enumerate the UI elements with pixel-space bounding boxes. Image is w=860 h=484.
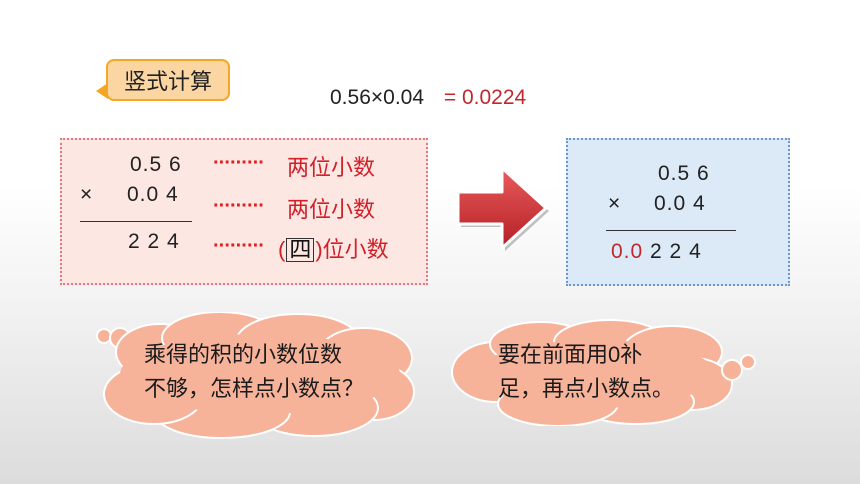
equation-expression: 0.56×0.04 <box>330 86 425 109</box>
left-product: 2 2 4 <box>128 230 180 253</box>
dotted-leader: ········· <box>213 235 265 257</box>
cloud-left-line1: 乘得的积的小数位数 <box>144 342 343 367</box>
tag-pointer <box>96 83 108 99</box>
added-zeros: 0.0 <box>611 240 644 263</box>
left-product-line <box>80 221 192 222</box>
dotted-leader: ········· <box>213 195 265 217</box>
right-product: 0.0 2 2 4 <box>611 240 702 264</box>
thought-cloud-left <box>96 312 415 439</box>
right-multiplier: 0.0 4 <box>654 192 706 215</box>
equation-result: = 0.0224 <box>443 86 527 109</box>
right-calculation-box <box>566 138 790 286</box>
note-two-decimals-1: 两位小数 <box>287 155 376 180</box>
left-multiply-sign: × <box>80 183 94 206</box>
right-multiply-sign: × <box>608 192 622 215</box>
right-multiplicand: 0.5 6 <box>658 162 710 185</box>
thought-cloud-right <box>451 319 756 426</box>
right-arrow-icon <box>456 166 549 251</box>
note-four-decimals: (四)位小数 <box>278 232 389 264</box>
equation: 0.56×0.04 = 0.0224 <box>330 86 526 110</box>
cloud-left-line2: 不够，怎样点小数点？ <box>144 376 365 401</box>
note-open-paren: ( <box>278 237 286 262</box>
note-rest: )位小数 <box>315 237 389 262</box>
cloud-right-text: 要在前面用0补 足，再点小数点。 <box>498 338 674 406</box>
cloud-right-line1: 要在前面用0补 <box>498 342 643 367</box>
right-product-digits: 2 2 4 <box>650 240 702 263</box>
cloud-left-text: 乘得的积的小数位数 不够，怎样点小数点？ <box>144 338 364 406</box>
left-calculation-box <box>60 138 428 285</box>
answer-box: 四 <box>286 238 315 262</box>
left-multiplier: 0.0 4 <box>127 183 179 206</box>
right-product-line <box>606 230 736 231</box>
left-multiplicand: 0.5 6 <box>130 153 182 176</box>
title-tag: 竖式计算 <box>96 59 230 101</box>
cloud-right-line2: 足，再点小数点。 <box>498 376 675 401</box>
note-two-decimals-2: 两位小数 <box>287 197 376 222</box>
title-tag-label: 竖式计算 <box>123 69 212 94</box>
dotted-leader: ········· <box>213 152 265 174</box>
